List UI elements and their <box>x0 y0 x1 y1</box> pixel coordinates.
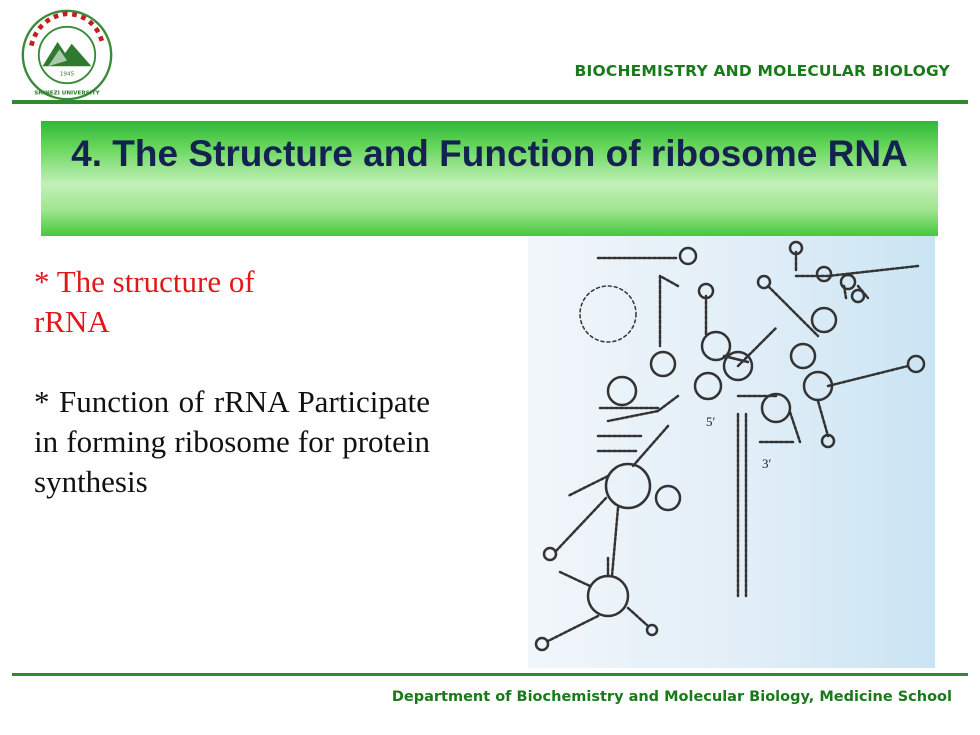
header-divider <box>12 100 968 104</box>
logo-year: 1945 <box>60 72 75 78</box>
course-header-title: BIOCHEMISTRY AND MOLECULAR BIOLOGY <box>574 62 950 80</box>
logo-ring-text: SHINEZI UNIVERSITY <box>34 90 100 96</box>
university-seal-icon: 1945 SHINEZI UNIVERSITY <box>21 9 113 101</box>
three-prime-label: 3′ <box>762 456 772 471</box>
bullet-function-of-rrna: * Function of rRNA Participate in formin… <box>34 384 430 499</box>
footer-department: Department of Biochemistry and Molecular… <box>391 689 952 705</box>
slide-title: 4. The Structure and Function of ribosom… <box>71 133 908 174</box>
rrna-secondary-structure-diagram: 5′ 3′ <box>528 236 935 668</box>
five-prime-label: 5′ <box>706 414 716 429</box>
bullet-structure-of-rrna: * The structure of rRNA <box>34 264 255 339</box>
footer-divider <box>12 673 968 676</box>
title-banner <box>41 121 938 236</box>
